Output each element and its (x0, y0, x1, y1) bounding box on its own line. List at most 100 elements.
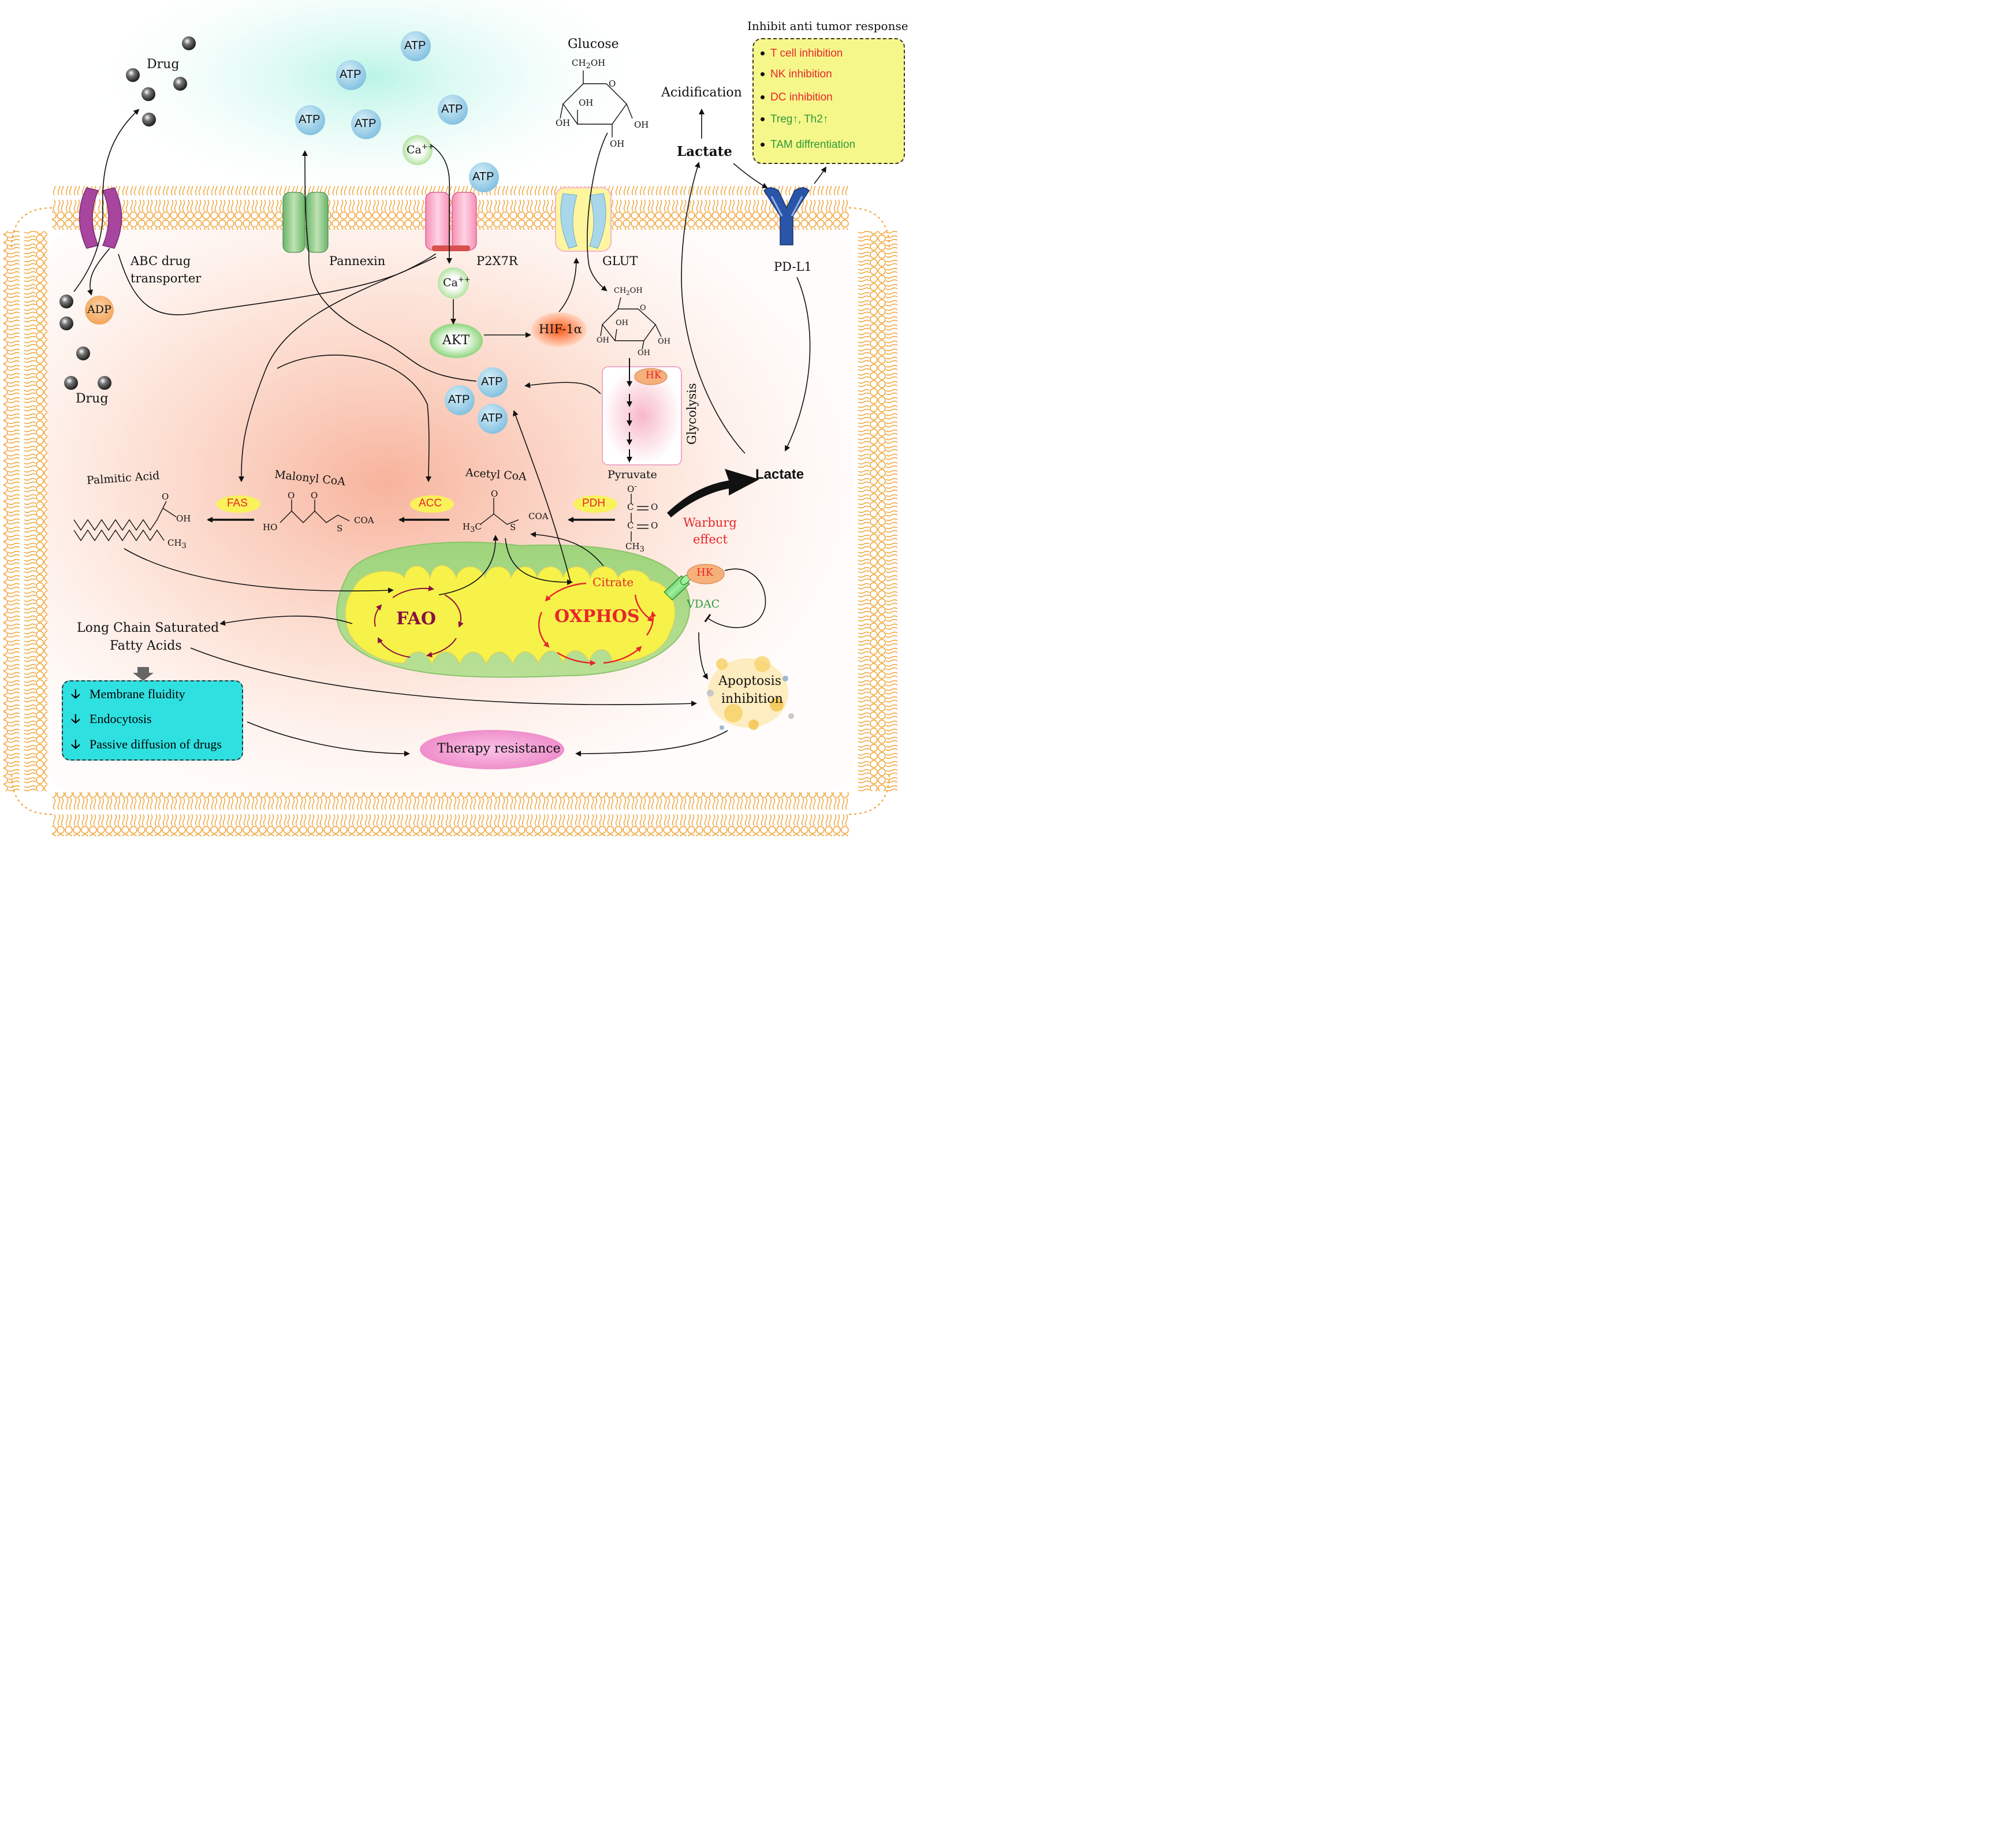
warburg-label-1: Warburg (683, 516, 737, 530)
glucose-in-oh-2: OH (597, 336, 609, 345)
p2x7r-label: P2X7R (476, 254, 518, 268)
down-arrow-icon: 🡣 (71, 687, 80, 701)
glucose-in-ch2oh-label: CH2OH (614, 286, 643, 297)
atp-label-1: ATP (404, 39, 426, 52)
atp-label-2: ATP (340, 68, 362, 81)
effect-endocytosis: 🡣Endocytosis (71, 709, 152, 731)
hif-label: HIF-1α (539, 322, 582, 336)
pyruvate-o-minus: O- (627, 482, 637, 494)
calcium-out (403, 135, 433, 165)
fao-label: FAO (396, 609, 436, 629)
p2x7r-channel (425, 192, 477, 251)
immune-item-tcell: T cell inhibition (761, 47, 843, 60)
lcsfa-label-2: Fatty Acids (110, 639, 182, 653)
atp-label-6: ATP (472, 170, 494, 183)
pathway-arrows (73, 109, 827, 757)
oxphos-label: OXPHOS (554, 606, 640, 627)
pyruvate-c-2: C (627, 520, 634, 531)
oxphos-cycle (538, 582, 657, 666)
pannexin-channel (282, 192, 329, 253)
apoptosis-label-1: Apoptosis (718, 674, 782, 688)
lcsfa-label-1: Long Chain Saturated (77, 621, 219, 635)
glucose-in-oh-1: OH (616, 319, 628, 327)
diagram-stage: Drug Drug ADP ATP ATP ATP ATP ATP ATP AT… (0, 0, 908, 839)
malonyl-ho: HO (263, 522, 278, 532)
lactate-out-label: Lactate (677, 144, 732, 159)
therapy-resistance-oval (420, 730, 564, 769)
malonyl-o-1: O (288, 490, 295, 501)
ca-in-label: Ca++ (443, 275, 471, 289)
immune-inhibition-panel: T cell inhibition NK inhibition DC inhib… (752, 38, 905, 164)
atp-label-8: ATP (448, 393, 470, 406)
acc-label: ACC (419, 497, 442, 509)
hk-mito (687, 564, 725, 584)
warburg-arrow (667, 469, 759, 517)
glucose-oh-1: OH (579, 98, 594, 108)
atp-label-4: ATP (299, 113, 321, 126)
acetyl-s: S (510, 522, 516, 532)
enzyme-label-shapes (217, 495, 617, 513)
effect-passive-diffusion: 🡣Passive diffusion of drugs (71, 735, 222, 757)
glucose-in-oh-4: OH (638, 349, 650, 357)
lactate-in-label: Lactate (755, 467, 804, 482)
cell-membrane (3, 186, 901, 836)
immune-item-nk: NK inhibition (761, 68, 832, 81)
hk-top (634, 368, 668, 385)
immune-panel-title: Inhibit anti tumor response (747, 19, 908, 33)
down-arrow-icon: 🡣 (71, 737, 80, 751)
hk-mito-label: HK (696, 567, 714, 579)
drug-molecules-bottom (59, 295, 111, 390)
glut-transporter (555, 187, 612, 252)
atp-molecules (295, 31, 508, 434)
abc-transporter-label-1: ABC drug (131, 254, 191, 268)
pdh-label: PDH (582, 497, 606, 509)
glycolysis-label: Glycolysis (685, 383, 699, 445)
pannexin-label: Pannexin (329, 254, 386, 268)
pyruvate-c-1: C (627, 502, 634, 512)
ca-out-label: Ca++ (407, 143, 434, 157)
chemical-structures (73, 70, 662, 542)
abc-transporter-label-2: transporter (131, 271, 202, 285)
mitochondrion (336, 541, 691, 678)
pdl1-receptor (763, 187, 810, 245)
effect-membrane-fluidity: 🡣Membrane fluidity (71, 684, 185, 706)
membrane-effects-box: 🡣Membrane fluidity 🡣Endocytosis 🡣Passive… (62, 680, 243, 761)
glucose-oh-2: OH (556, 118, 571, 128)
diagram-artwork (3, 0, 901, 836)
palmitic-o: O (162, 491, 169, 502)
glucose-ring-o: O (609, 79, 616, 89)
pyruvate-label: Pyruvate (608, 468, 657, 481)
glucose-ch2oh-label: CH2OH (572, 58, 606, 70)
hk-top-label: HK (646, 370, 662, 381)
glut-label: GLUT (602, 254, 638, 268)
drug-molecules-top (126, 36, 196, 126)
apoptosis-cloud (707, 656, 794, 730)
atp-label-9: ATP (481, 412, 503, 424)
adp-label: ADP (87, 303, 111, 316)
vdac-channel (664, 575, 691, 601)
acidification-label: Acidification (661, 85, 742, 100)
akt-label: AKT (442, 333, 469, 348)
acetyl-coa-group: COA (528, 511, 549, 521)
glucose-in-oh-3: OH (658, 337, 670, 346)
glucose-label: Glucose (568, 37, 619, 51)
fas-label: FAS (227, 497, 248, 509)
vdac-label: VDAC (687, 598, 720, 610)
glycolysis-box (602, 366, 682, 465)
therapy-resistance-label: Therapy resistance (437, 742, 561, 756)
calcium-in (438, 267, 469, 299)
palmitic-ch3: CH3 (167, 538, 187, 550)
immune-item-dc: DC inhibition (761, 91, 833, 104)
malonyl-s: S (337, 523, 343, 534)
drug-label-bottom: Drug (76, 392, 109, 406)
warburg-label-2: effect (693, 532, 728, 546)
pdl1-label: PD-L1 (774, 260, 812, 274)
drug-label-top: Drug (147, 57, 180, 72)
citrate-label: Citrate (593, 575, 634, 589)
down-arrow-icon: 🡣 (71, 711, 80, 726)
adp-molecule (85, 296, 114, 325)
glucose-in-ring-o: O (640, 304, 646, 312)
pyruvate-ch3: CH3 (625, 541, 644, 554)
palmitic-oh: OH (176, 513, 191, 524)
immune-item-tam: TAM diffrentiation (761, 139, 855, 151)
